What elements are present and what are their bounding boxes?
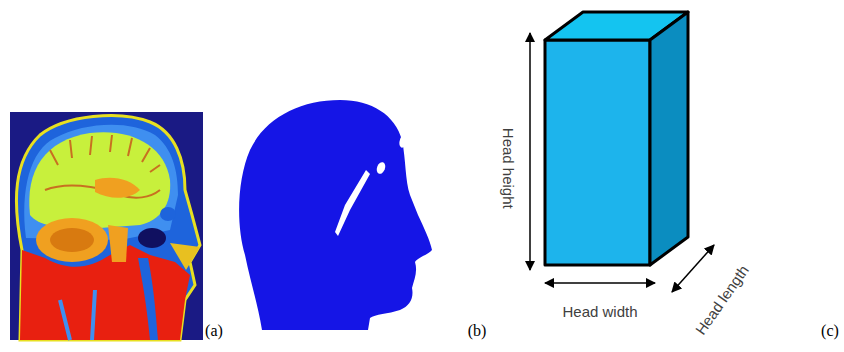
head-silhouette [239, 100, 432, 330]
dimension-label: Head length [692, 262, 752, 338]
panel-label: (b) [468, 322, 487, 340]
eye [160, 207, 176, 221]
eye-hole [375, 161, 387, 175]
dimension-label: Head height [499, 128, 516, 209]
neck-vessels [60, 290, 95, 340]
neck-tissue [20, 245, 190, 340]
brain-sulci [45, 135, 160, 198]
brain [29, 132, 170, 229]
panel-label: (c) [821, 322, 839, 340]
length-arrow [672, 245, 714, 292]
mri-slice [10, 112, 203, 340]
scalp [16, 116, 200, 340]
eye-hole [398, 131, 411, 149]
cavity [335, 170, 370, 236]
dimension-label: Head width [562, 304, 637, 321]
nose [170, 243, 200, 270]
airway [138, 258, 158, 340]
mri-background [10, 112, 203, 340]
panel-label: (a) [205, 322, 223, 340]
dimension-arrows [530, 33, 714, 292]
brainstem [108, 225, 128, 262]
deep-brain [95, 178, 140, 198]
sinus [138, 228, 166, 248]
box-front [545, 40, 650, 265]
cerebellum [36, 218, 108, 262]
box-side [650, 12, 688, 265]
box-model [545, 12, 688, 265]
skull [24, 125, 178, 240]
cerebellum-core [50, 228, 94, 252]
head-shape [239, 100, 432, 330]
height-arrow [529, 33, 531, 270]
width-arrow [545, 282, 655, 284]
